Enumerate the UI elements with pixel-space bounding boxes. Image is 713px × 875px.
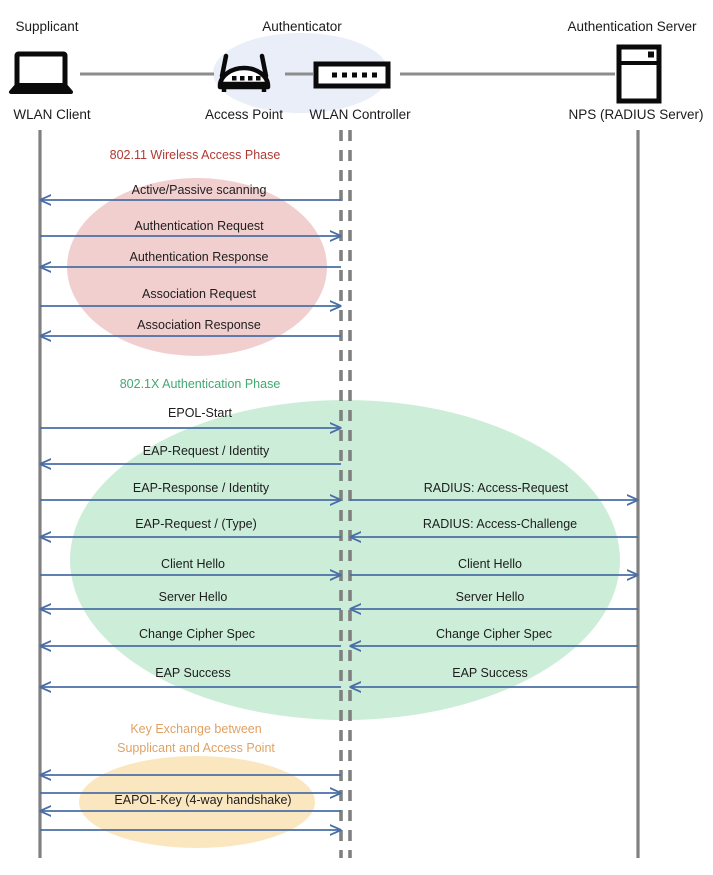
server-tower-icon	[616, 44, 662, 104]
phase-key-exchange-ellipse	[79, 756, 315, 848]
message-label-m03: Authentication Response	[129, 250, 269, 264]
message-label-m04: Association Request	[142, 287, 256, 301]
message-label-m11: Server Hello	[158, 590, 228, 604]
laptop-icon	[9, 51, 73, 94]
message-label-m08: EAP-Response / Identity	[132, 481, 270, 495]
actor-device-nps-radius-server: NPS (RADIUS Server)	[568, 107, 704, 122]
phase-label-8021x: 802.1X Authentication Phase	[119, 377, 281, 391]
message-label-m07: EAP-Request / Identity	[142, 444, 270, 458]
phase-label-key-exchange-line2: Supplicant and Access Point	[117, 741, 275, 755]
message-label-m05: Association Response	[137, 318, 261, 332]
message-label-m09: EAP-Request / (Type)	[135, 517, 257, 531]
actor-device-wlan-controller: WLAN Controller	[309, 107, 411, 122]
wireless-router-icon	[217, 53, 271, 92]
message-label-m18: Change Cipher Spec	[435, 627, 553, 641]
phase-8021x-ellipse	[70, 400, 620, 720]
phase-label-key-exchange-line1: Key Exchange between	[130, 722, 262, 736]
actor-role-supplicant: Supplicant	[15, 19, 79, 34]
message-label-m01: Active/Passive scanning	[131, 183, 267, 197]
message-label-m02: Authentication Request	[134, 219, 264, 233]
message-label-m14: RADIUS: Access-Request	[423, 481, 569, 495]
message-label-m06: EPOL-Start	[168, 406, 232, 420]
message-label-m13: EAP Success	[155, 666, 231, 680]
message-label-m22: EAPOL-Key (4-way handshake)	[114, 793, 292, 807]
message-label-m15: RADIUS: Access-Challenge	[422, 517, 578, 531]
phase-label-80211: 802.11 Wireless Access Phase	[109, 148, 281, 162]
message-label-m12: Change Cipher Spec	[138, 627, 256, 641]
message-label-m16: Client Hello	[458, 557, 522, 571]
actor-role-authenticator: Authenticator	[262, 19, 342, 34]
actor-role-authentication-server: Authentication Server	[567, 19, 697, 34]
message-label-m10: Client Hello	[161, 557, 225, 571]
message-label-m19: EAP Success	[452, 666, 528, 680]
message-label-m17: Server Hello	[455, 590, 525, 604]
network-switch-icon	[313, 61, 391, 89]
actor-device-access-point: Access Point	[204, 107, 284, 122]
actor-device-wlan-client: WLAN Client	[13, 107, 91, 122]
